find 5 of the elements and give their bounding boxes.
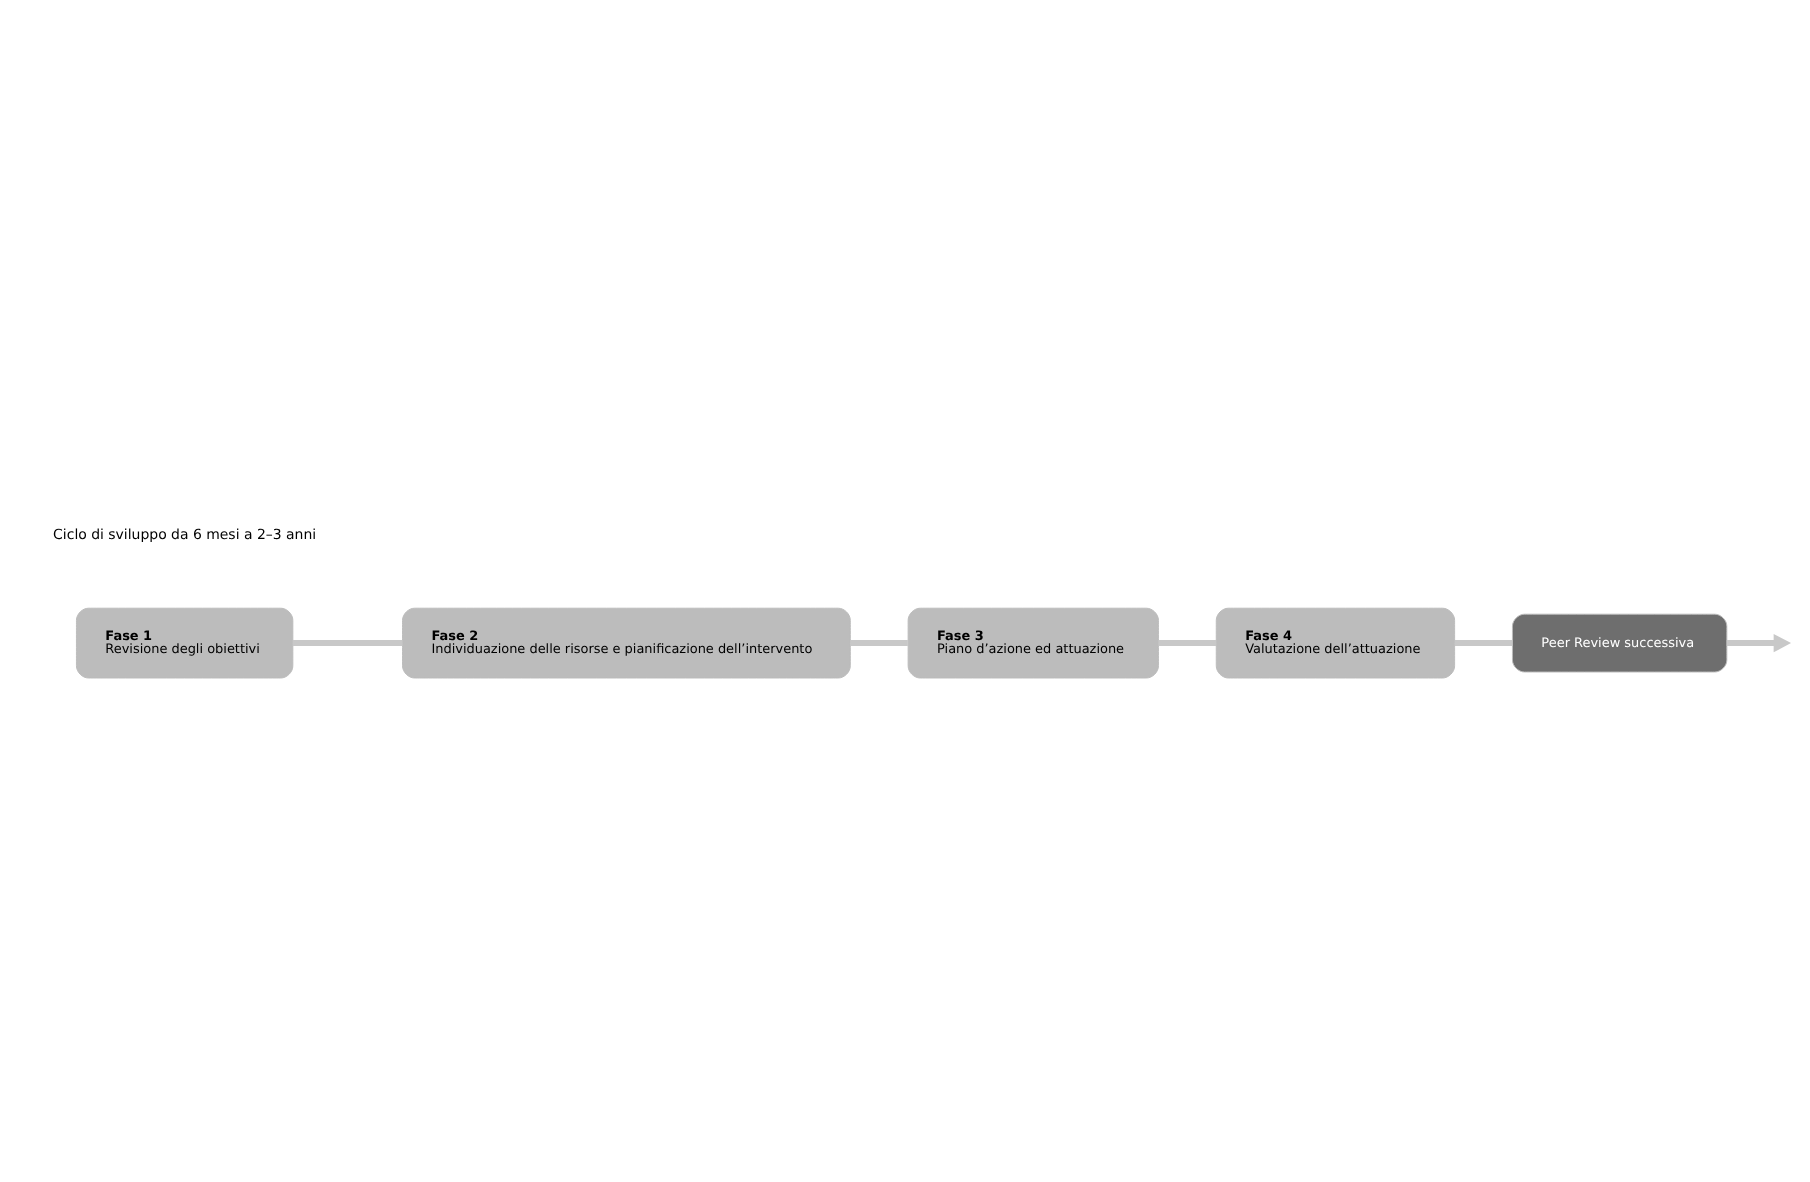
- connector: [1158, 639, 1217, 646]
- arrow: [1726, 632, 1792, 652]
- connector: [292, 639, 403, 646]
- connector: [1454, 639, 1513, 646]
- connector: [850, 639, 908, 646]
